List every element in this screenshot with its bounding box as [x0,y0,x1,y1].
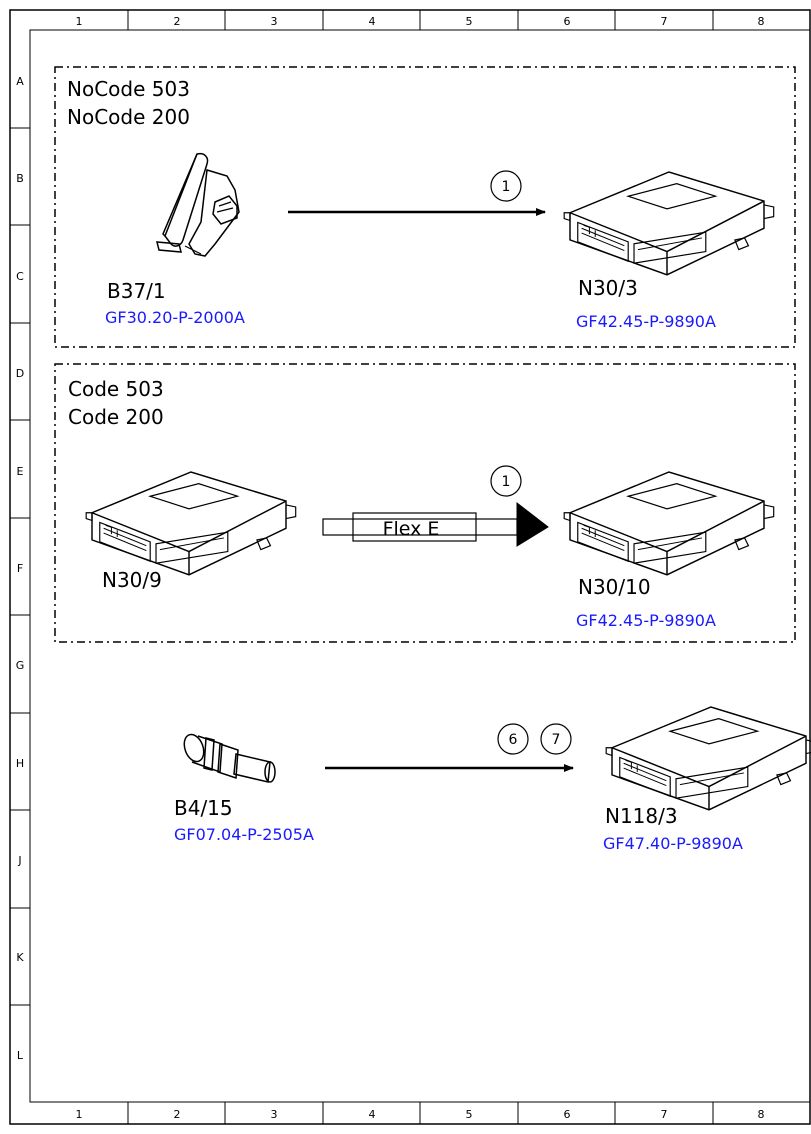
component-b37-1-doc-link[interactable]: GF30.20-P-2000A [105,308,245,327]
group-nocode-bubble: 1 [490,170,522,202]
control-unit-icon [85,471,297,576]
group-nocode: NoCode 503 NoCode 200 1 B37/1 GF30.20-P-… [54,66,796,348]
row-label-c: C [16,270,24,283]
col-label-3: 3 [271,15,278,28]
component-b37-1-label: B37/1 [107,279,166,303]
group-sensor-bubble-7-label: 7 [552,732,561,748]
row-label-k: K [16,951,24,964]
col-label-5-bottom: 5 [466,1108,473,1121]
col-label-1: 1 [76,15,83,28]
control-unit-icon [605,706,811,811]
col-label-3-bottom: 3 [271,1108,278,1121]
group-code-line-1: Code 503 [68,377,164,401]
row-label-a: A [16,75,24,88]
accelerator-pedal-sensor-icon [156,152,240,257]
control-unit-icon [563,171,775,276]
group-sensor-bubble-6-label: 6 [509,732,518,748]
row-label-j: J [17,854,21,867]
row-label-e: E [17,465,24,478]
col-label-6: 6 [564,15,571,28]
group-sensor: 6 7 B4/15 GF07.04-P-2505A N118/3 GF47.40… [174,706,811,853]
flex-e-bus-connector: Flex E [322,501,549,547]
flex-e-label: Flex E [383,518,440,540]
component-n30-10-doc-link[interactable]: GF42.45-P-9890A [576,611,716,630]
col-label-6-bottom: 6 [564,1108,571,1121]
group-code-box [54,363,796,643]
inner-frame [29,29,811,1103]
component-n30-3-doc-link[interactable]: GF42.45-P-9890A [576,312,716,331]
col-label-4: 4 [369,15,376,28]
col-label-8: 8 [758,15,765,28]
row-label-l: L [17,1049,24,1062]
group-nocode-line-1: NoCode 503 [67,77,190,101]
control-unit-icon [563,471,775,576]
row-label-d: D [16,367,24,380]
col-label-2-bottom: 2 [174,1108,181,1121]
component-n30-10-label: N30/10 [578,575,651,599]
component-b4-15-doc-link[interactable]: GF07.04-P-2505A [174,825,314,844]
group-nocode-bubble-label: 1 [502,179,511,195]
group-nocode-box [54,66,796,348]
group-sensor-bubble-6: 6 [497,723,529,755]
component-n118-3-doc-link[interactable]: GF47.40-P-9890A [603,834,743,853]
col-label-7: 7 [661,15,668,28]
row-label-h: H [16,757,24,770]
col-label-7-bottom: 7 [661,1108,668,1121]
component-n30-9-label: N30/9 [102,568,162,592]
group-code-line-2: Code 200 [68,405,164,429]
outer-frame [9,9,811,1125]
row-label-b: B [16,172,24,185]
component-n30-3-label: N30/3 [578,276,638,300]
row-label-g: G [16,659,25,672]
pressure-sensor-icon [183,733,276,783]
group-nocode-line-2: NoCode 200 [67,105,190,129]
col-label-5: 5 [466,15,473,28]
col-label-8-bottom: 8 [758,1108,765,1121]
col-label-2: 2 [174,15,181,28]
row-label-f: F [17,562,23,575]
group-code-bubble: 1 [490,465,522,497]
component-n118-3-label: N118/3 [605,804,678,828]
component-b4-15-label: B4/15 [174,796,233,820]
column-grid: 1 2 3 4 5 6 7 8 1 2 3 4 5 6 7 8 [76,10,765,1124]
col-label-4-bottom: 4 [369,1108,376,1121]
group-sensor-bubble-7: 7 [540,723,572,755]
row-grid: A B C D E F G H J K L [10,75,30,1062]
group-code-bubble-label: 1 [502,474,511,490]
group-code: Code 503 Code 200 Flex E 1 N30/9 N30/10 … [54,363,796,643]
col-label-1-bottom: 1 [76,1108,83,1121]
